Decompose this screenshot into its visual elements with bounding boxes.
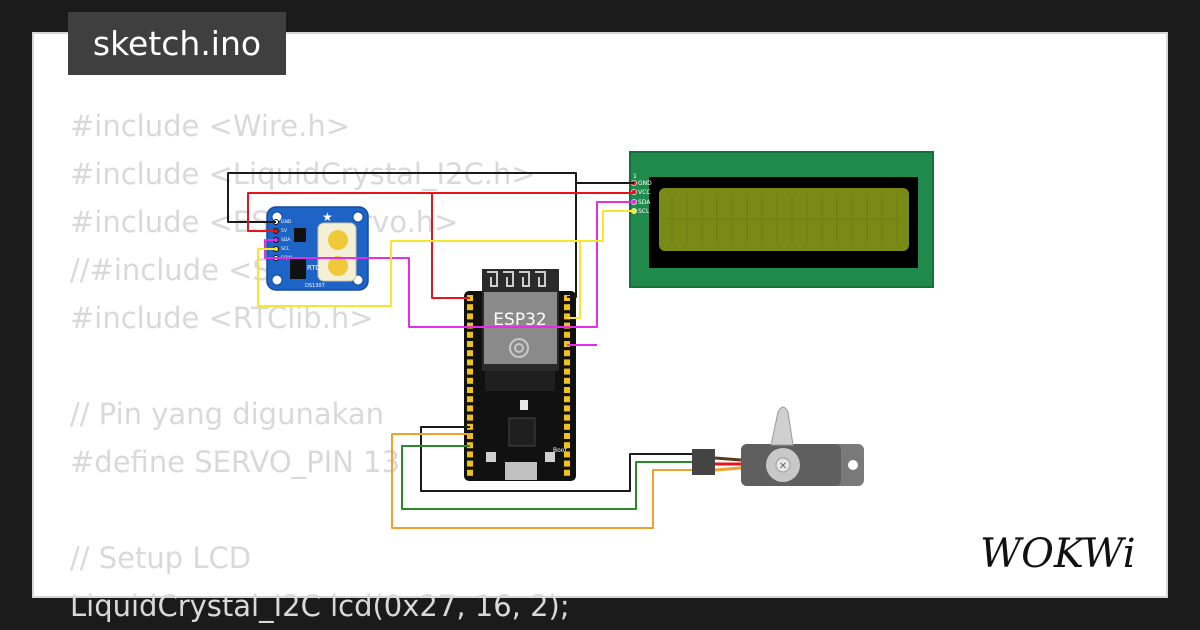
esp32-pin[interactable]	[564, 350, 570, 357]
esp32-pin[interactable]	[564, 442, 570, 449]
svg-text:✕: ✕	[779, 461, 787, 472]
rtc-module[interactable]: ★ RTC DS1307 GND 5V SDA SCL SQW	[266, 206, 369, 291]
esp32-pin[interactable]	[467, 350, 473, 357]
esp32-pin[interactable]	[564, 423, 570, 430]
esp32-pin[interactable]	[467, 387, 473, 393]
lcd-display[interactable]: 1 GND VCC SDA SCL	[629, 151, 934, 288]
code-line: LiquidCrystal_I2C lcd(0x27, 16, 2);	[70, 589, 570, 623]
esp32-pin[interactable]	[467, 405, 473, 412]
lcd-pin-sda: SDA	[638, 199, 651, 206]
wire-servo-signal	[391, 433, 692, 529]
esp32-pin[interactable]	[564, 359, 570, 366]
esp32-pin[interactable]	[564, 368, 570, 375]
lcd-pin1-mark: 1	[633, 173, 637, 180]
wire-scl-esp	[567, 241, 581, 319]
esp32-pin[interactable]	[467, 313, 473, 320]
rtc-pin-scl: SCL	[281, 246, 290, 252]
esp32-pin[interactable]	[564, 322, 570, 329]
esp32-pin[interactable]	[564, 433, 570, 439]
wire-vcc-lcd	[247, 192, 634, 232]
esp32-title: ESP32	[493, 310, 546, 330]
esp32-pin[interactable]	[564, 304, 570, 311]
wokwi-logo-text: WOKWi	[980, 531, 1136, 577]
esp32-pin[interactable]	[564, 414, 570, 421]
code-line: #define SERVO_PIN 13	[70, 445, 401, 479]
esp32-pin[interactable]	[467, 451, 473, 458]
esp32-pin[interactable]	[564, 377, 570, 384]
esp32-pin[interactable]	[467, 341, 473, 347]
esp32-pin[interactable]	[564, 396, 570, 403]
esp32-pin[interactable]	[467, 460, 473, 467]
esp32-pin[interactable]	[467, 433, 473, 439]
esp32-pin[interactable]	[467, 377, 473, 384]
wire-servo-vcc	[401, 445, 692, 510]
esp32-pin[interactable]	[467, 331, 473, 338]
file-name-tab: sketch.ino	[68, 12, 286, 75]
esp32-pin[interactable]	[564, 313, 570, 320]
wire-gnd-servo	[420, 426, 692, 492]
esp32-pin[interactable]	[467, 368, 473, 375]
rtc-pin-gnd: GND	[281, 219, 292, 225]
esp32-pin[interactable]	[564, 387, 570, 393]
esp32-pin[interactable]	[564, 460, 570, 467]
esp32-pin[interactable]	[467, 304, 473, 311]
rtc-pin-5v: 5V	[281, 228, 288, 234]
wire-scl	[257, 210, 634, 307]
code-line: #include <Wire.h>	[70, 109, 351, 143]
esp32-pin[interactable]	[467, 396, 473, 403]
lcd-pin-gnd: GND	[638, 180, 652, 187]
code-line: // Pin yang digunakan	[70, 397, 385, 431]
svg-text:★: ★	[322, 210, 333, 224]
esp32-pin[interactable]	[564, 405, 570, 412]
wire-gnd-rtc	[227, 172, 577, 298]
esp32-board[interactable]: ESP32 Boot	[464, 269, 576, 481]
esp32-pin[interactable]	[467, 359, 473, 366]
rtc-pin-sda: SDA	[281, 237, 291, 243]
esp32-pin[interactable]	[467, 414, 473, 421]
wire-vcc-esp	[431, 193, 470, 299]
preview-card: #include <Wire.h>#include <LiquidCrystal…	[32, 32, 1168, 623]
code-line: // Setup LCD	[70, 541, 252, 575]
wokwi-logo: WOKWi	[980, 531, 1136, 577]
lcd-pin-vcc: VCC	[638, 189, 650, 196]
esp32-pin[interactable]	[564, 469, 570, 476]
rtc-part: DS1307	[305, 283, 325, 289]
rtc-title: RTC	[307, 264, 320, 272]
esp32-pin[interactable]	[564, 331, 570, 338]
wires	[227, 172, 692, 529]
esp32-pin[interactable]	[564, 451, 570, 458]
lcd-pin-scl: SCL	[638, 208, 650, 215]
wire-sda	[264, 201, 634, 328]
esp32-pin[interactable]	[467, 469, 473, 476]
esp32-pin[interactable]	[467, 322, 473, 329]
esp32-boot-label: Boot	[553, 447, 567, 454]
servo-motor[interactable]: ✕	[692, 406, 864, 486]
